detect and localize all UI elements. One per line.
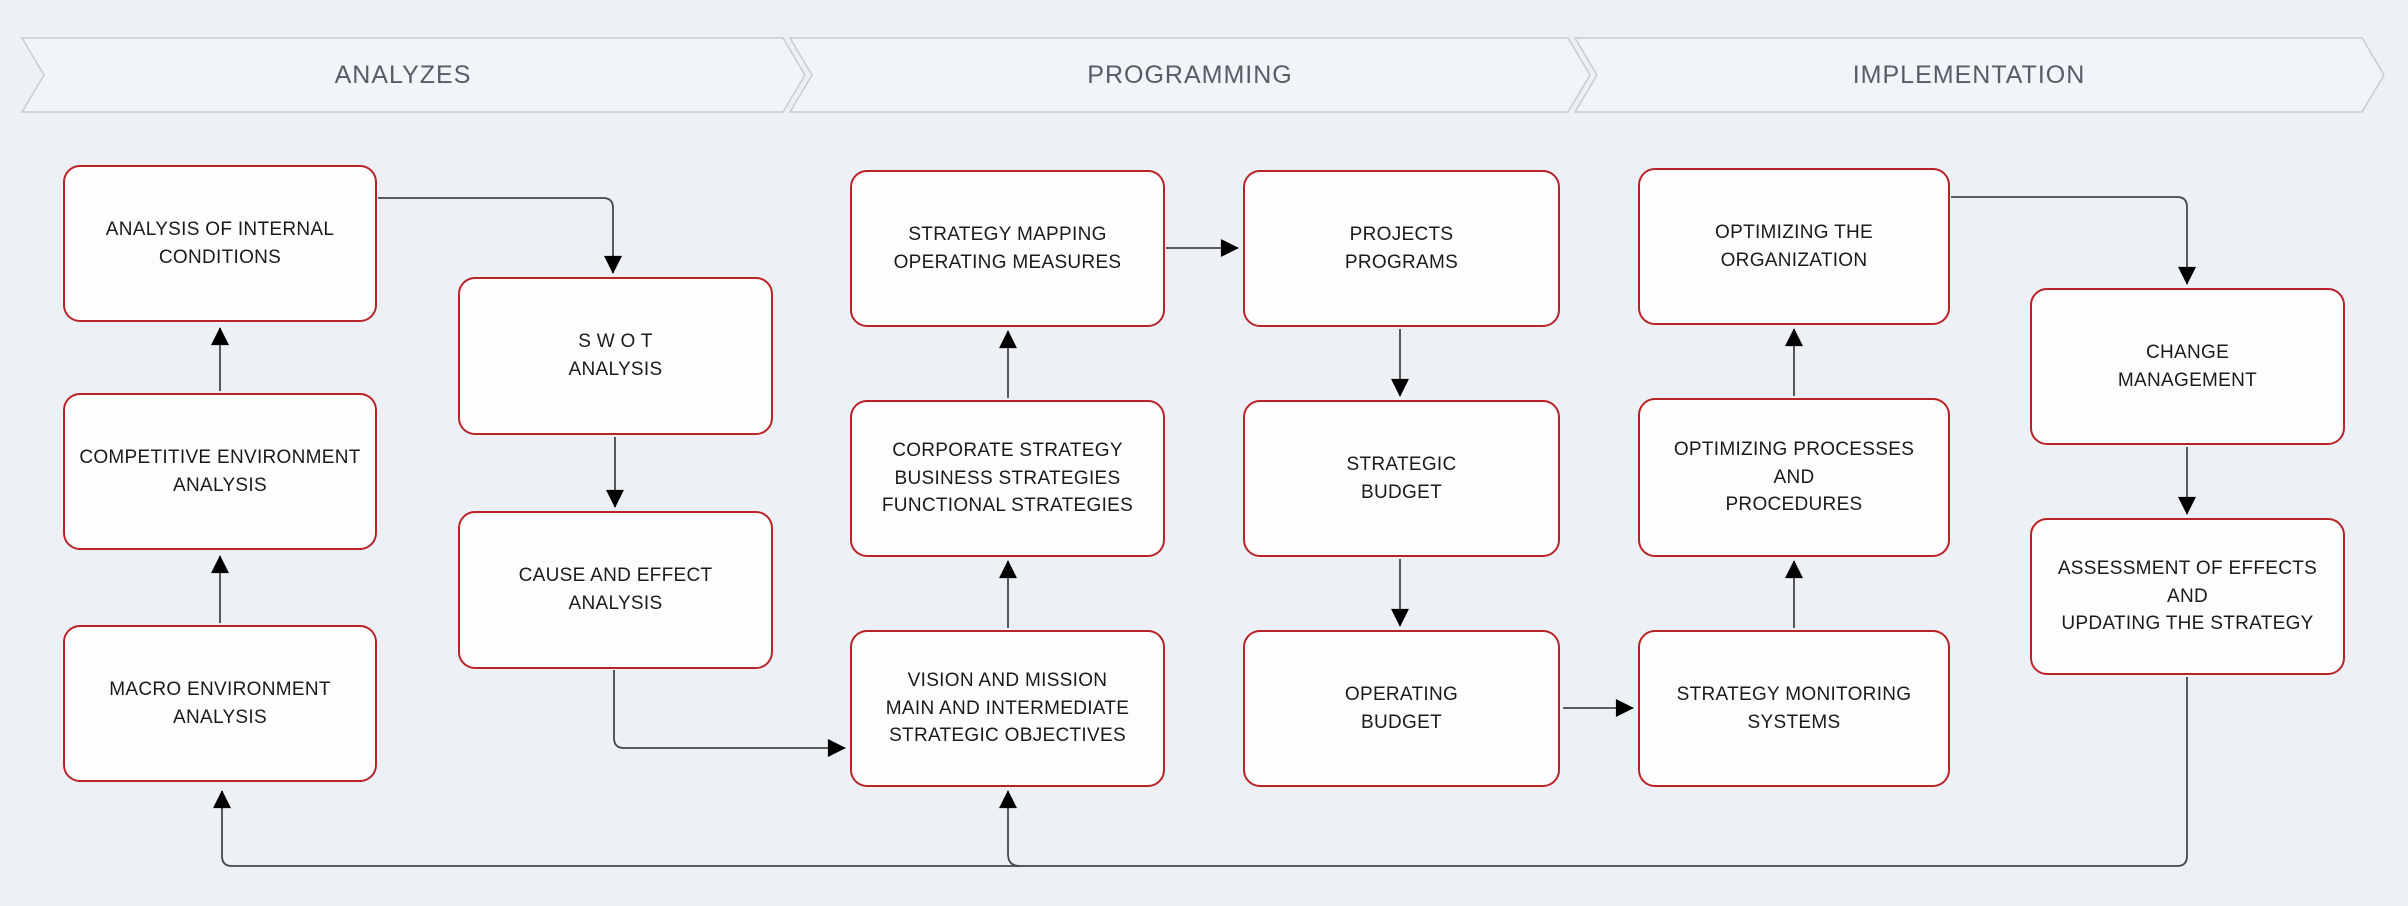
node-projects-programs: PROJECTS PROGRAMS: [1243, 170, 1560, 327]
node-strategic-budget: STRATEGIC BUDGET: [1243, 400, 1560, 557]
phase-label-analyzes: ANALYZES: [334, 60, 472, 89]
node-assessment-effects-updating-strategy: ASSESSMENT OF EFFECTS AND UPDATING THE S…: [2030, 518, 2345, 675]
connector-feedback-branch-to-vision: [999, 790, 1021, 867]
node-swot-analysis: S W O T ANALYSIS: [458, 277, 773, 435]
node-optimizing-the-organization: OPTIMIZING THE ORGANIZATION: [1638, 168, 1950, 325]
node-optimizing-processes-procedures: OPTIMIZING PROCESSES AND PROCEDURES: [1638, 398, 1950, 557]
node-operating-budget: OPERATING BUDGET: [1243, 630, 1560, 787]
node-strategy-mapping-operating-measures: STRATEGY MAPPING OPERATING MEASURES: [850, 170, 1165, 327]
connector-organization-to-change: [1951, 196, 2196, 285]
phase-band-programming: [788, 37, 1591, 113]
node-cause-and-effect-analysis: CAUSE AND EFFECT ANALYSIS: [458, 511, 773, 669]
phase-band-implementation: [1573, 37, 2385, 113]
connector-cause-effect-to-vision: [613, 670, 846, 757]
phase-label-programming: PROGRAMMING: [1087, 60, 1293, 89]
node-vision-mission-strategic-objectives: VISION AND MISSION MAIN AND INTERMEDIATE…: [850, 630, 1165, 787]
node-strategy-monitoring-systems: STRATEGY MONITORING SYSTEMS: [1638, 630, 1950, 787]
connector-assessment-feedback-to-macro: [213, 677, 2188, 867]
connector-internal-to-swot: [378, 197, 622, 274]
node-change-management: CHANGE MANAGEMENT: [2030, 288, 2345, 445]
phase-label-implementation: IMPLEMENTATION: [1852, 60, 2086, 89]
node-corporate-business-functional-strategies: CORPORATE STRATEGY BUSINESS STRATEGIES F…: [850, 400, 1165, 557]
phase-band-analyzes: [20, 37, 806, 113]
node-analysis-internal-conditions: ANALYSIS OF INTERNAL CONDITIONS: [63, 165, 377, 322]
node-macro-environment-analysis: MACRO ENVIRONMENT ANALYSIS: [63, 625, 377, 782]
node-competitive-environment-analysis: COMPETITIVE ENVIRONMENT ANALYSIS: [63, 393, 377, 550]
